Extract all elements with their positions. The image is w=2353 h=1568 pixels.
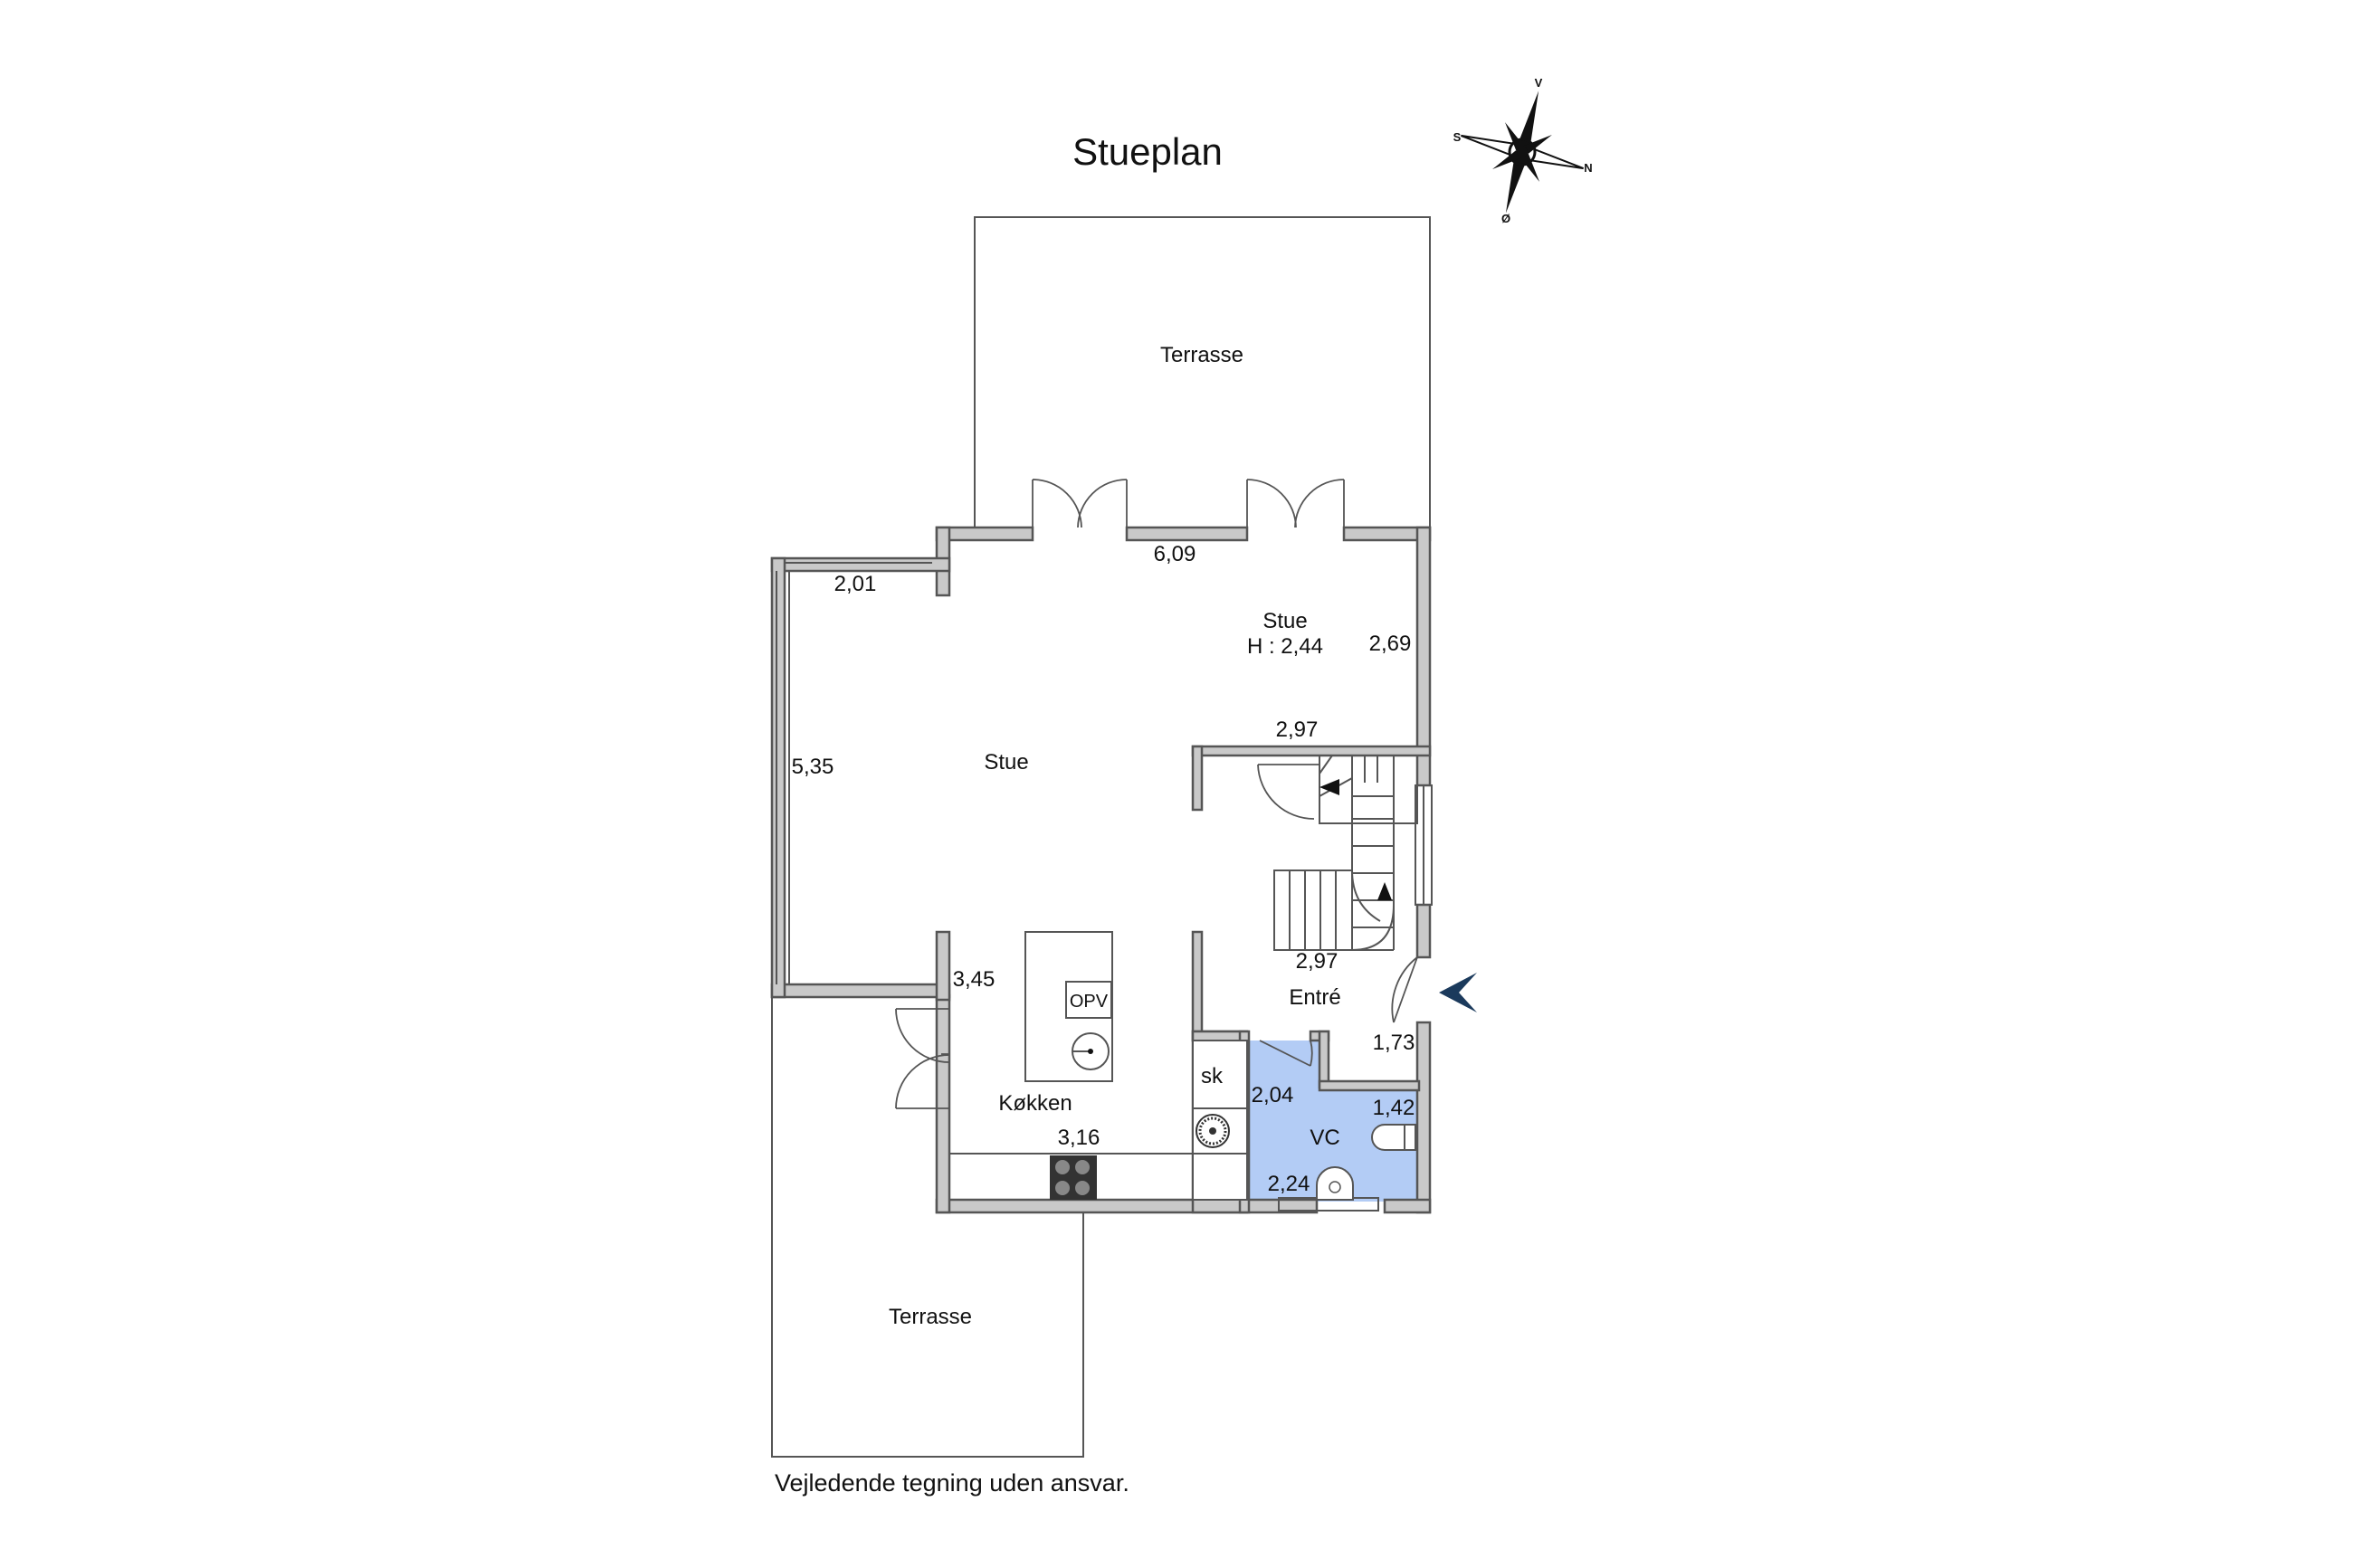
exterior-walls <box>770 526 1432 1214</box>
terrace-bottom-outline <box>771 995 1084 1458</box>
room-label-entrance: Entré <box>1289 985 1340 1010</box>
dimension-label: 2,24 <box>1268 1172 1310 1196</box>
staircase <box>1273 755 1418 951</box>
room-label-terrace-bottom: Terrasse <box>889 1305 972 1329</box>
closet-label: sk <box>1201 1064 1224 1088</box>
wc-fixtures <box>1316 1124 1418 1201</box>
compass-north: N <box>1584 161 1592 175</box>
compass-west: V <box>1535 76 1543 90</box>
doors <box>895 479 1418 1109</box>
room-label-living-upper: Stue <box>1262 609 1307 633</box>
entry-arrow-icon <box>1439 973 1477 1012</box>
dimension-label: 2,01 <box>834 572 877 596</box>
room-label-terrace-top: Terrasse <box>1160 343 1243 367</box>
compass-icon <box>1461 90 1584 214</box>
compass-east: Ø <box>1501 212 1510 225</box>
terrace-top-outline <box>974 216 1431 529</box>
room-label-living-main: Stue <box>984 750 1028 774</box>
island-label: OPV <box>1070 992 1109 1012</box>
dimension-label: 3,45 <box>953 967 996 992</box>
dimension-label: 3,16 <box>1058 1126 1100 1150</box>
dimension-label: 2,97 <box>1276 717 1319 742</box>
dimension-label: 2,04 <box>1252 1083 1294 1107</box>
room-label-kitchen: Køkken <box>998 1091 1072 1116</box>
kitchen-fixtures <box>949 931 1248 1201</box>
plan-title: Stueplan <box>1072 130 1223 173</box>
disclaimer-text: Vejledende tegning uden ansvar. <box>775 1469 1129 1497</box>
dimension-label: 1,73 <box>1373 1031 1415 1055</box>
windows <box>776 562 1433 1212</box>
compass-south: S <box>1453 130 1462 144</box>
room-height-label: H : 2,44 <box>1247 634 1323 659</box>
dimension-label: 2,69 <box>1369 632 1412 656</box>
dimension-label: 1,42 <box>1373 1096 1415 1120</box>
dimension-label: 6,09 <box>1154 542 1196 566</box>
wc-floor <box>1247 1041 1419 1202</box>
dimension-label: 5,35 <box>792 755 834 779</box>
dimension-label: 2,97 <box>1296 949 1338 974</box>
room-label-wc: VC <box>1310 1126 1339 1150</box>
